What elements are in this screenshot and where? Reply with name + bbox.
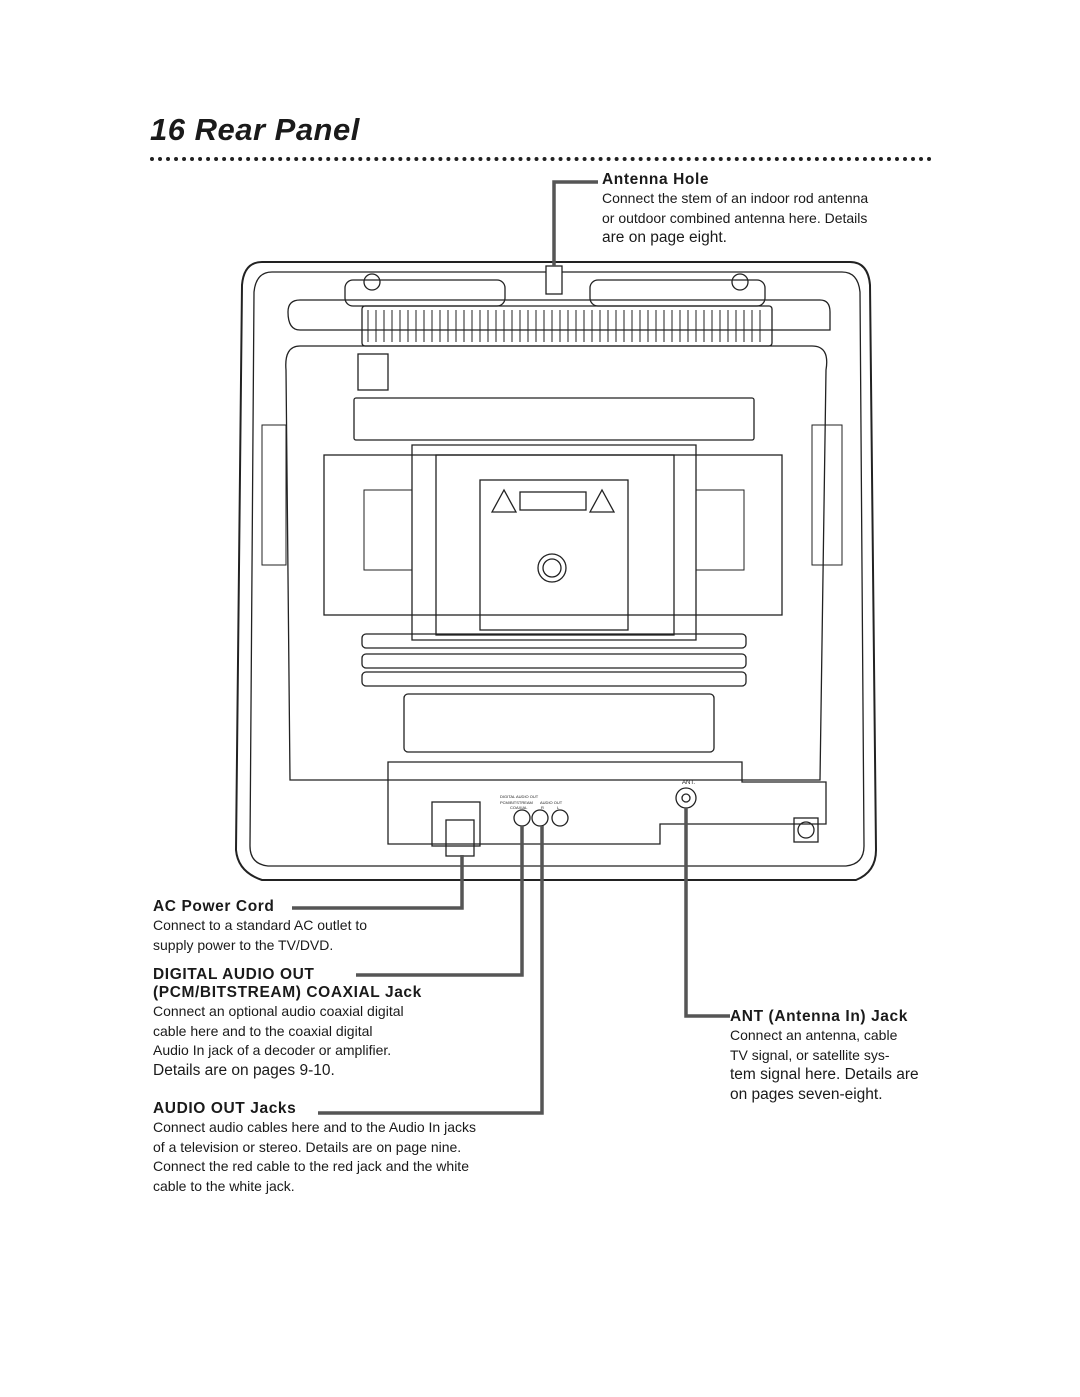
warning-triangle-right-icon: [588, 488, 616, 513]
ground-terminal: [793, 817, 819, 843]
digital-audio-out-line: cable here and to the coaxial digital: [153, 1022, 373, 1039]
screw-top-left: [363, 273, 381, 291]
panel-label-audio-out: AUDIO OUT: [540, 800, 563, 805]
label-plate: [479, 479, 629, 631]
digital-audio-out-line: Audio In jack of a decoder or amplifier.: [153, 1042, 392, 1058]
leader-ac-power-cord: [292, 855, 464, 910]
audio-out-r-jack: [531, 809, 549, 827]
side-vent-right: [811, 424, 843, 566]
upper-slot-bank: [353, 397, 755, 441]
label-plate-outer: [411, 444, 697, 641]
crt-socket-inner: [542, 558, 562, 578]
page-title: 16 Rear Panel: [150, 112, 360, 147]
label-plate-inner: [435, 454, 675, 636]
ac-power-cord-line: Connect to a standard AC outlet to: [153, 917, 368, 933]
speaker-grille-left: [344, 279, 506, 307]
callout-digital-audio-out: DIGITAL AUDIO OUT (PCM/BITSTREAM) COAXIA…: [153, 966, 493, 1080]
digital-audio-out-line: Connect an optional audio coaxial digita…: [153, 1003, 404, 1019]
ant-jack-line: Connect an antenna, cable: [730, 1027, 898, 1043]
audio-out-line: cable to the white jack.: [153, 1177, 295, 1194]
lower-vent-row-3: [361, 671, 747, 687]
side-vent-right-frame: [811, 424, 843, 566]
housing-latch: [357, 353, 389, 391]
audio-out-line: of a television or stereo. Details are o…: [153, 1138, 462, 1155]
panel-label-coaxial: COAXIAL: [510, 805, 528, 810]
power-cord-plug: [445, 819, 475, 857]
antenna-hole-line: or outdoor combined antenna here. Detail…: [602, 209, 868, 226]
warning-text-box: [519, 491, 587, 511]
panel-label-digital-audio-out: DIGITAL AUDIO OUT: [500, 794, 539, 799]
digital-audio-out-heading-line2: (PCM/BITSTREAM) COAXIAL Jack: [153, 984, 422, 1001]
jack-panel: [387, 761, 827, 845]
panel-label-l: L: [557, 805, 560, 810]
lower-vent-row-2: [361, 653, 747, 669]
callout-ac-power-cord: AC Power Cord Connect to a standard AC o…: [153, 898, 453, 955]
antenna-hole: [545, 265, 563, 295]
cabinet-inner-outline: [249, 271, 865, 867]
callout-ant-jack: ANT (Antenna In) Jack Connect an antenna…: [730, 1008, 940, 1104]
digital-audio-out-heading-line1: DIGITAL AUDIO OUT: [153, 966, 315, 983]
screw-top-right: [731, 273, 749, 291]
leader-digital-audio-out: [356, 826, 524, 977]
side-vent-left: [261, 424, 287, 566]
panel-label-r: R: [541, 805, 544, 810]
speaker-grille-left-frame: [344, 279, 506, 307]
callout-audio-out: AUDIO OUT Jacks Connect audio cables her…: [153, 1100, 553, 1196]
leader-lines: [292, 180, 730, 1115]
digital-audio-out-line: Details are on pages 9-10.: [153, 1061, 335, 1079]
cabinet-outline: [234, 261, 878, 881]
leader-ant-jack: [684, 808, 730, 1018]
antenna-hole-heading: Antenna Hole: [602, 171, 710, 188]
side-vent-left-frame: [261, 424, 287, 566]
leader-antenna-hole: [552, 180, 598, 266]
ant-jack-line: TV signal, or satellite sys-: [730, 1046, 890, 1063]
lower-connector-bank: [403, 693, 715, 753]
dotted-title-rule: [150, 157, 932, 161]
ac-power-cord-heading: AC Power Cord: [153, 898, 275, 915]
audio-out-l-jack: [551, 809, 569, 827]
upper-vent-slot-lines: [367, 310, 761, 342]
panel-vents-left-frame: [363, 489, 413, 571]
speaker-grille-right-frame: [589, 279, 766, 307]
antenna-hole-line: Connect the stem of an indoor rod antenn…: [602, 190, 869, 206]
antenna-hole-line: are on page eight.: [602, 229, 727, 246]
ac-power-cord-line: supply power to the TV/DVD.: [153, 936, 334, 953]
ant-jack-heading: ANT (Antenna In) Jack: [730, 1008, 908, 1025]
ant-jack-line: on pages seven-eight.: [730, 1085, 883, 1103]
panel-label-pcm-bitstream: PCM/BITSTREAM: [500, 800, 533, 805]
power-cord-strain-relief: [431, 801, 481, 847]
callout-antenna-hole: Antenna Hole Connect the stem of an indo…: [602, 171, 932, 248]
lower-vent-row-1: [361, 633, 747, 649]
audio-out-heading: AUDIO OUT Jacks: [153, 1100, 297, 1117]
audio-out-line: Connect the red cable to the red jack an…: [153, 1158, 469, 1174]
audio-out-line: Connect audio cables here and to the Aud…: [153, 1119, 476, 1135]
ant-jack-line: tem signal here. Details are: [730, 1066, 919, 1083]
crt-socket-outer: [537, 553, 567, 583]
top-rail: [287, 299, 831, 331]
speaker-grille-right: [589, 279, 766, 307]
main-panel-frame: [323, 454, 783, 616]
warning-triangle-left-icon: [490, 488, 518, 513]
panel-vents-left: [363, 489, 413, 571]
ant-jack-inner: [681, 793, 691, 803]
ant-jack-outer: [675, 787, 697, 809]
upper-vent-slots: [367, 310, 761, 342]
panel-vents-right: [695, 489, 745, 571]
ground-terminal-globe-icon: [797, 821, 815, 839]
digital-audio-out-jack: [513, 809, 531, 827]
rear-housing: [285, 345, 828, 781]
panel-label-ant: ANT.: [682, 780, 695, 786]
panel-vents-right-frame: [695, 489, 745, 571]
leader-audio-out: [318, 826, 544, 1115]
